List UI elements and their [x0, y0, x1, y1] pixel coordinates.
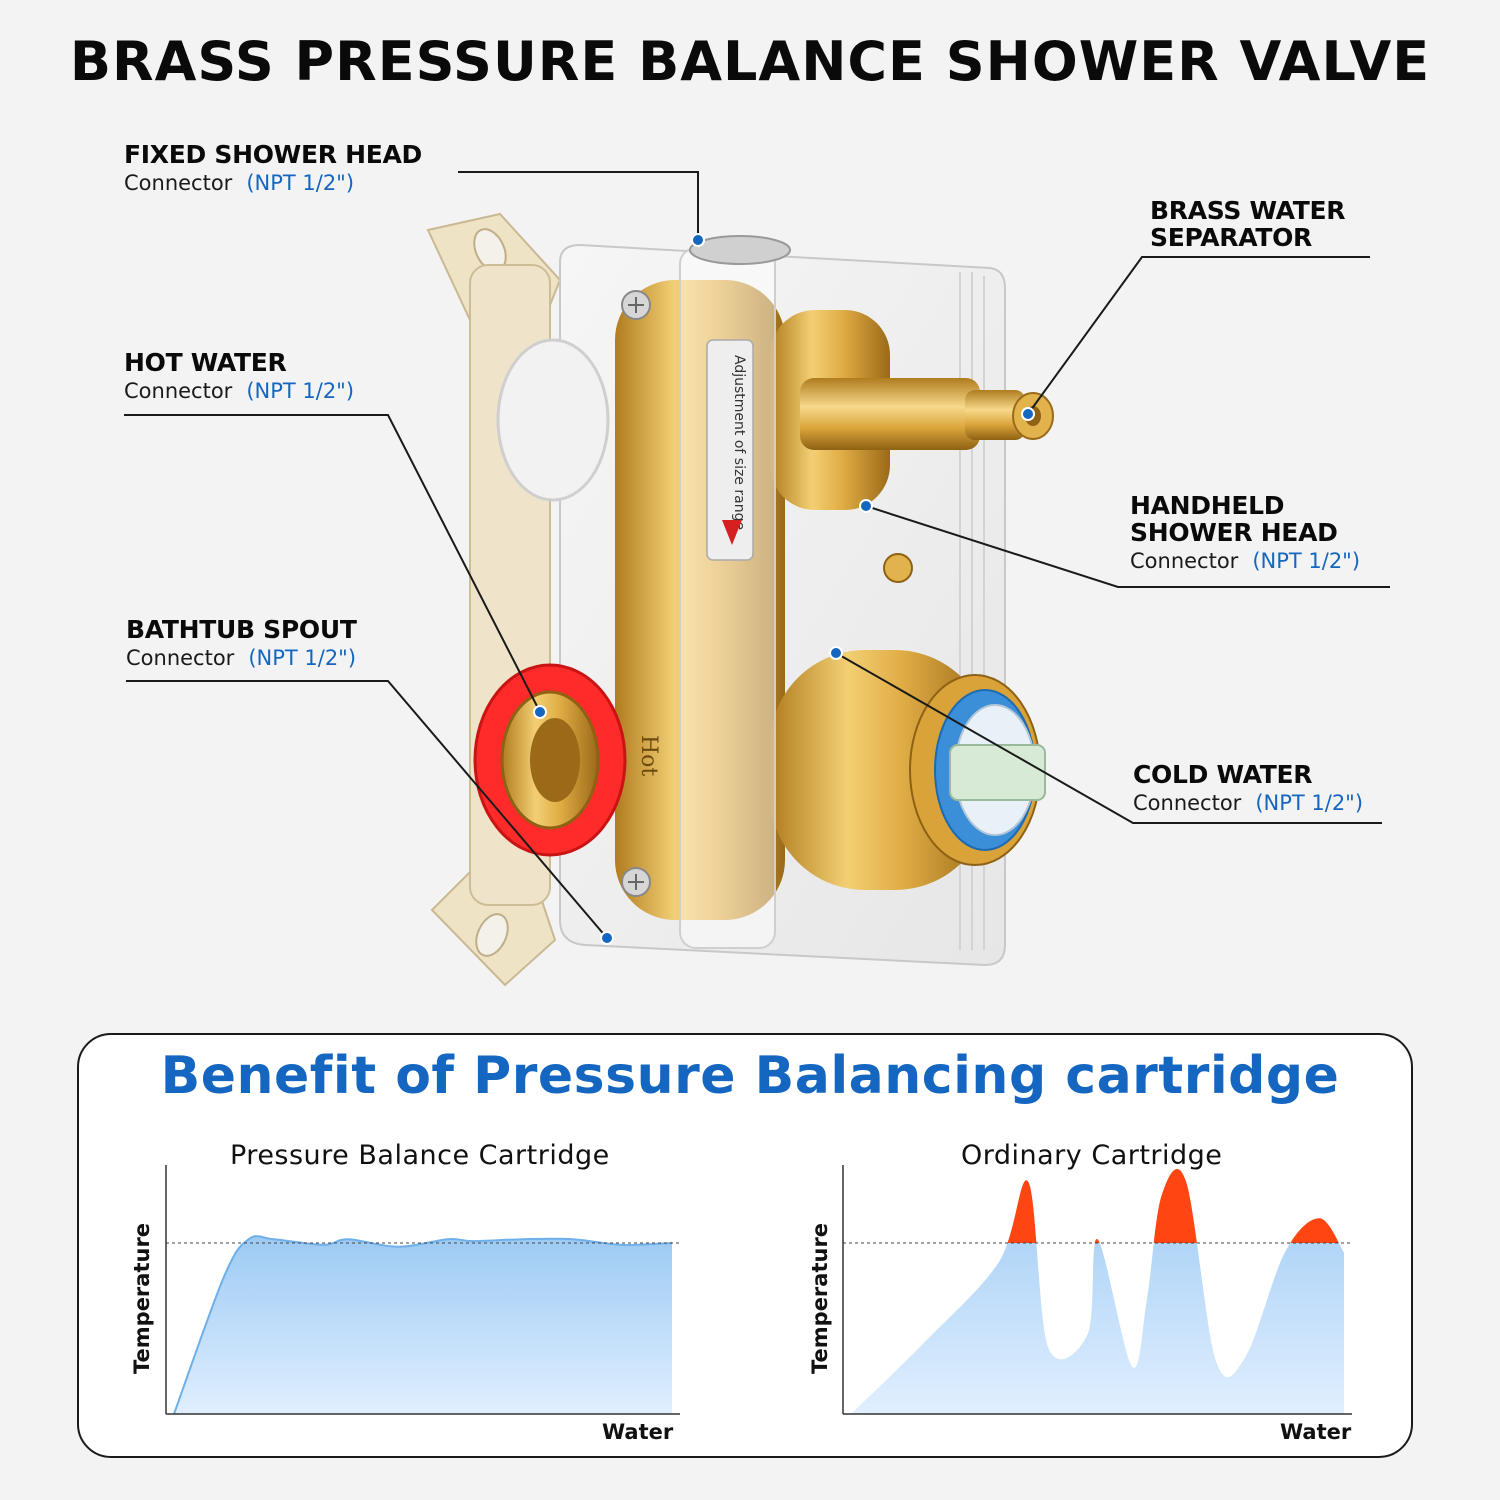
valve-illustration: Adjustment of size range Hot: [124, 171, 1390, 987]
callout-brass-water-separator: BRASS WATER SEPARATOR: [1150, 197, 1345, 251]
callout-spec: (NPT 1/2"): [1252, 549, 1361, 573]
chart-ordinary-overshoot-area: [1007, 1169, 1339, 1243]
callout-label-line2: SHOWER HEAD: [1130, 518, 1338, 547]
callout-label: BATHTUB SPOUT: [126, 615, 357, 644]
callout-sub: Connector: [124, 379, 233, 403]
callout-handheld-shower-head: HANDHELD SHOWER HEAD Connector (NPT 1/2"): [1130, 492, 1360, 576]
fixed-head-port: [689, 235, 791, 265]
chart-ordinary-xlabel: Water: [1280, 1420, 1352, 1444]
callout-label-line2: SEPARATOR: [1150, 223, 1312, 252]
leader-dot-icons: [533, 233, 1035, 945]
callout-sub: Connector: [1130, 549, 1239, 573]
callout-sub: Connector: [124, 171, 233, 195]
callout-label: FIXED SHOWER HEAD: [124, 140, 422, 169]
callout-hot-water: HOT WATER Connector (NPT 1/2"): [124, 349, 354, 406]
callout-spec: (NPT 1/2"): [246, 171, 355, 195]
chart-title-pressure-balance: Pressure Balance Cartridge: [230, 1140, 610, 1171]
callout-sub: Connector: [126, 646, 235, 670]
panel-title: Benefit of Pressure Balancing cartridge: [160, 1046, 1340, 1106]
leader-lines: [124, 171, 1390, 939]
chart-ordinary-area: [851, 1243, 1344, 1414]
chart-pressure-balance-line: [173, 1235, 673, 1415]
size-range-text: Adjustment of size range: [731, 355, 747, 530]
chart-pressure-balance-xlabel: Water: [602, 1420, 674, 1444]
callout-label: HOT WATER: [124, 348, 287, 377]
size-range-label: [706, 339, 754, 561]
callout-sub: Connector: [1133, 791, 1242, 815]
screw-icons: [621, 290, 913, 897]
chart-pressure-balance-area: [174, 1236, 672, 1414]
hot-embossed-text: Hot: [636, 735, 661, 776]
callout-spec: (NPT 1/2"): [1255, 791, 1364, 815]
callout-bathtub-spout: BATHTUB SPOUT Connector (NPT 1/2"): [126, 616, 357, 673]
hot-water-inlet: Hot: [473, 663, 661, 857]
page-title: BRASS PRESSURE BALANCE SHOWER VALVE: [69, 30, 1431, 93]
chart-title-ordinary: Ordinary Cartridge: [961, 1140, 1223, 1171]
callout-spec: (NPT 1/2"): [248, 646, 357, 670]
callout-label-line1: BRASS WATER: [1150, 196, 1346, 225]
chart-ordinary-ylabel: Temperature: [808, 1222, 832, 1374]
callout-cold-water: COLD WATER Connector (NPT 1/2"): [1133, 761, 1363, 818]
callout-fixed-shower-head: FIXED SHOWER HEAD Connector (NPT 1/2"): [124, 141, 422, 198]
port-cap-window: [496, 338, 610, 502]
callout-spec: (NPT 1/2"): [246, 379, 355, 403]
chart-pressure-balance-ylabel: Temperature: [130, 1222, 154, 1374]
callout-label-line1: HANDHELD: [1130, 491, 1285, 520]
callout-label: COLD WATER: [1133, 760, 1313, 789]
